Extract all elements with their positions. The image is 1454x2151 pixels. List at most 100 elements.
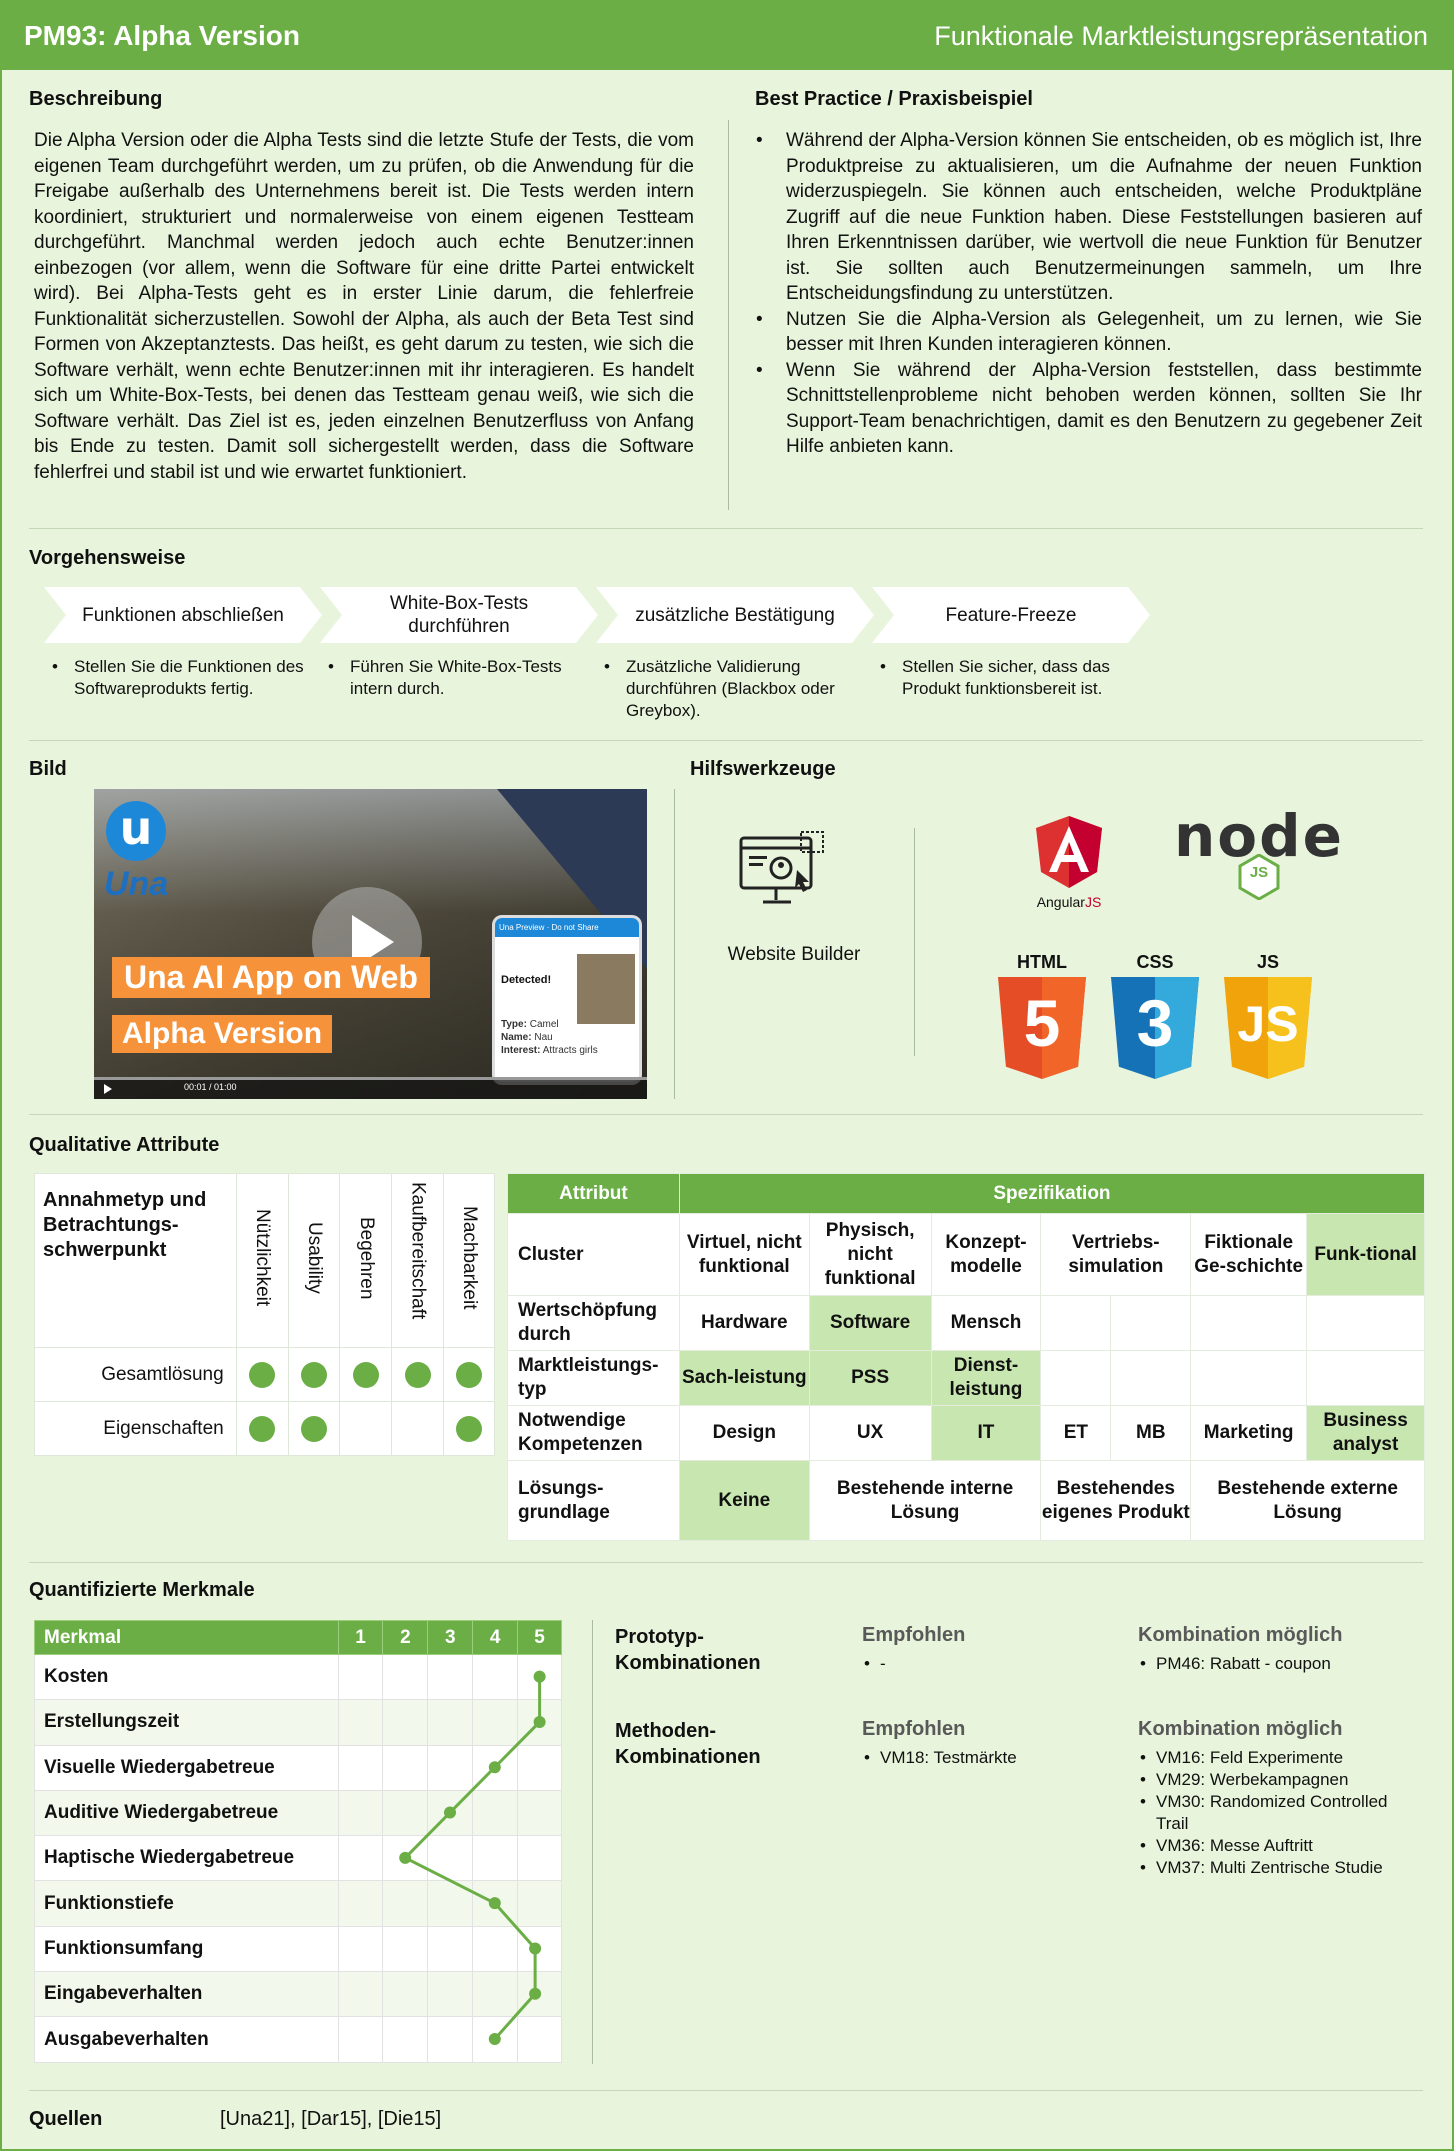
scale-cell <box>472 1925 519 1973</box>
cluster-label: Cluster <box>507 1213 680 1296</box>
quellen-label: Quellen <box>29 2108 103 2130</box>
merkmal-label: Ausgabeverhalten <box>34 2016 339 2063</box>
quant-point <box>399 1851 412 1864</box>
list-item: VM30: Randomized Controlled Trail <box>1138 1791 1418 1835</box>
proto-empf-heading: Empfohlen <box>862 1624 966 1646</box>
spec-cell <box>1110 1295 1192 1351</box>
mark-cell <box>391 1401 445 1456</box>
qualitative-row: Gesamtlösung <box>34 1347 495 1402</box>
scale-cell <box>472 1653 519 1701</box>
quant-series-line <box>402 1676 542 2041</box>
method-empf-list: VM18: Testmärkte <box>862 1747 1112 1769</box>
phone-detected: Detected! <box>501 974 552 986</box>
spec-cell: ET <box>1040 1405 1112 1461</box>
row-label: Eigenschaften <box>34 1401 237 1456</box>
vorgehen-heading: Vorgehensweise <box>29 547 186 569</box>
mark-dot <box>300 1415 327 1442</box>
step-description: Stellen Sie die Funktionen des Softwarep… <box>44 656 304 700</box>
video-controls[interactable]: 00:01 / 01:00 <box>94 1077 647 1099</box>
progress-bar[interactable] <box>94 1077 647 1080</box>
divider <box>592 1620 593 2064</box>
spec-cell-selected: Software <box>808 1295 932 1351</box>
node-logo: node JS <box>1174 802 1349 912</box>
col-nuetzlichkeit: Nützlichkeit <box>235 1173 289 1348</box>
banner-subtitle: Alpha Version <box>112 1015 333 1053</box>
css-label: CSS <box>1136 952 1174 972</box>
scale-cell <box>337 1971 384 2018</box>
node-hex-icon <box>1238 854 1280 900</box>
mark-dot <box>456 1361 483 1388</box>
scale-label: 2 <box>382 1620 429 1655</box>
scale-cell <box>337 1699 384 1746</box>
quant-point <box>444 1806 456 1819</box>
step-title: White-Box-Tests durchführen <box>389 593 529 637</box>
col-label: Machbarkeit <box>459 1206 481 1310</box>
divider <box>914 828 915 1056</box>
col-begehren: Begehren <box>339 1173 393 1348</box>
col-machbarkeit: Machbarkeit <box>443 1173 495 1348</box>
scale-cell <box>427 1925 474 1973</box>
step-chevron: White-Box-Tests durchführen <box>320 587 598 643</box>
quant-row: Erstellungszeit <box>34 1699 562 1746</box>
spec-cell <box>1190 1295 1308 1351</box>
divider <box>728 120 729 510</box>
spec-cell <box>1190 1350 1308 1406</box>
loes-label: Lösungs-grundlage <box>507 1460 680 1541</box>
spec-cell-selected: IT <box>930 1405 1042 1461</box>
step-chevron: zusätzliche Bestätigung <box>596 587 874 643</box>
play-small-icon[interactable] <box>104 1084 112 1094</box>
logo-circle: u <box>106 801 166 861</box>
col-label: Nützlichkeit <box>252 1209 274 1307</box>
step-title: Funktionen abschließen <box>82 604 284 626</box>
phone-header: Una Preview · Do not Share <box>495 918 639 937</box>
spec-cell-selected: Business analyst <box>1306 1405 1425 1461</box>
website-builder-icon <box>739 831 824 904</box>
node-js-text: JS <box>1249 864 1269 881</box>
mark-cell <box>235 1347 289 1402</box>
col-label: Kaufbereitschaft <box>407 1182 429 1320</box>
quant-row: Kosten <box>34 1653 562 1701</box>
mark-cell <box>391 1347 445 1402</box>
interest-value: Attracts girls <box>542 1045 598 1056</box>
best-practice-list: Während der Alpha-Version können Sie ent… <box>756 128 1422 460</box>
header-bar: PM93: Alpha Version Funktionale Marktlei… <box>2 2 1452 70</box>
quant-row: Haptische Wiedergabetreue <box>34 1835 562 1882</box>
scale-cell <box>427 1653 474 1701</box>
beschreibung-heading: Beschreibung <box>29 88 163 110</box>
mark-cell <box>235 1401 289 1456</box>
scale-cell <box>382 1744 429 1791</box>
step-chevron: Funktionen abschließen <box>44 587 322 643</box>
spec-cell: Bestehendes eigenes Produkt <box>1040 1460 1192 1541</box>
video-thumbnail[interactable]: u Una Una AI App on Web Alpha Version Un… <box>94 789 647 1099</box>
spec-cell: Konzept-modelle <box>930 1213 1042 1296</box>
quant-row: Funktionsumfang <box>34 1925 562 1973</box>
divider <box>29 1562 1423 1563</box>
merkmal-label: Erstellungszeit <box>34 1699 339 1746</box>
merkmal-label: Kosten <box>34 1653 339 1701</box>
mark-dot <box>249 1361 276 1388</box>
step-title: Feature-Freeze <box>945 604 1077 626</box>
mark-dot <box>456 1415 483 1442</box>
proto-komb-list: PM46: Rabatt - coupon <box>1138 1653 1418 1675</box>
scale-label: 1 <box>337 1620 384 1655</box>
quellen-text: [Una21], [Dar15], [Die15] <box>220 2108 442 2130</box>
merkmal-label: Eingabeverhalten <box>34 1971 339 2018</box>
qualitative-table: Annahmetyp und Betrachtungs-schwerpunkt … <box>34 1173 495 1456</box>
step-description: Führen Sie White-Box-Tests intern durch. <box>320 656 580 700</box>
spec-cell: Bestehende externe Lösung <box>1190 1460 1425 1541</box>
category-title: Funktionale Marktleistungsrepräsentation <box>934 21 1428 51</box>
method-empf-heading: Empfohlen <box>862 1718 966 1740</box>
spec-cell: Hardware <box>678 1295 810 1351</box>
list-item: - <box>862 1653 1112 1675</box>
col-usability: Usability <box>287 1173 341 1348</box>
scale-cell <box>337 1789 384 1837</box>
scale-cell <box>517 1835 562 1882</box>
bild-heading: Bild <box>29 758 67 780</box>
spec-table: Attribut Spezifikation Cluster Virtuel, … <box>507 1173 1426 1541</box>
name-value: Nau <box>534 1032 553 1043</box>
html5-icon: 5 <box>998 977 1086 1079</box>
mark-dot <box>300 1361 327 1388</box>
spec-cell <box>1306 1295 1425 1351</box>
